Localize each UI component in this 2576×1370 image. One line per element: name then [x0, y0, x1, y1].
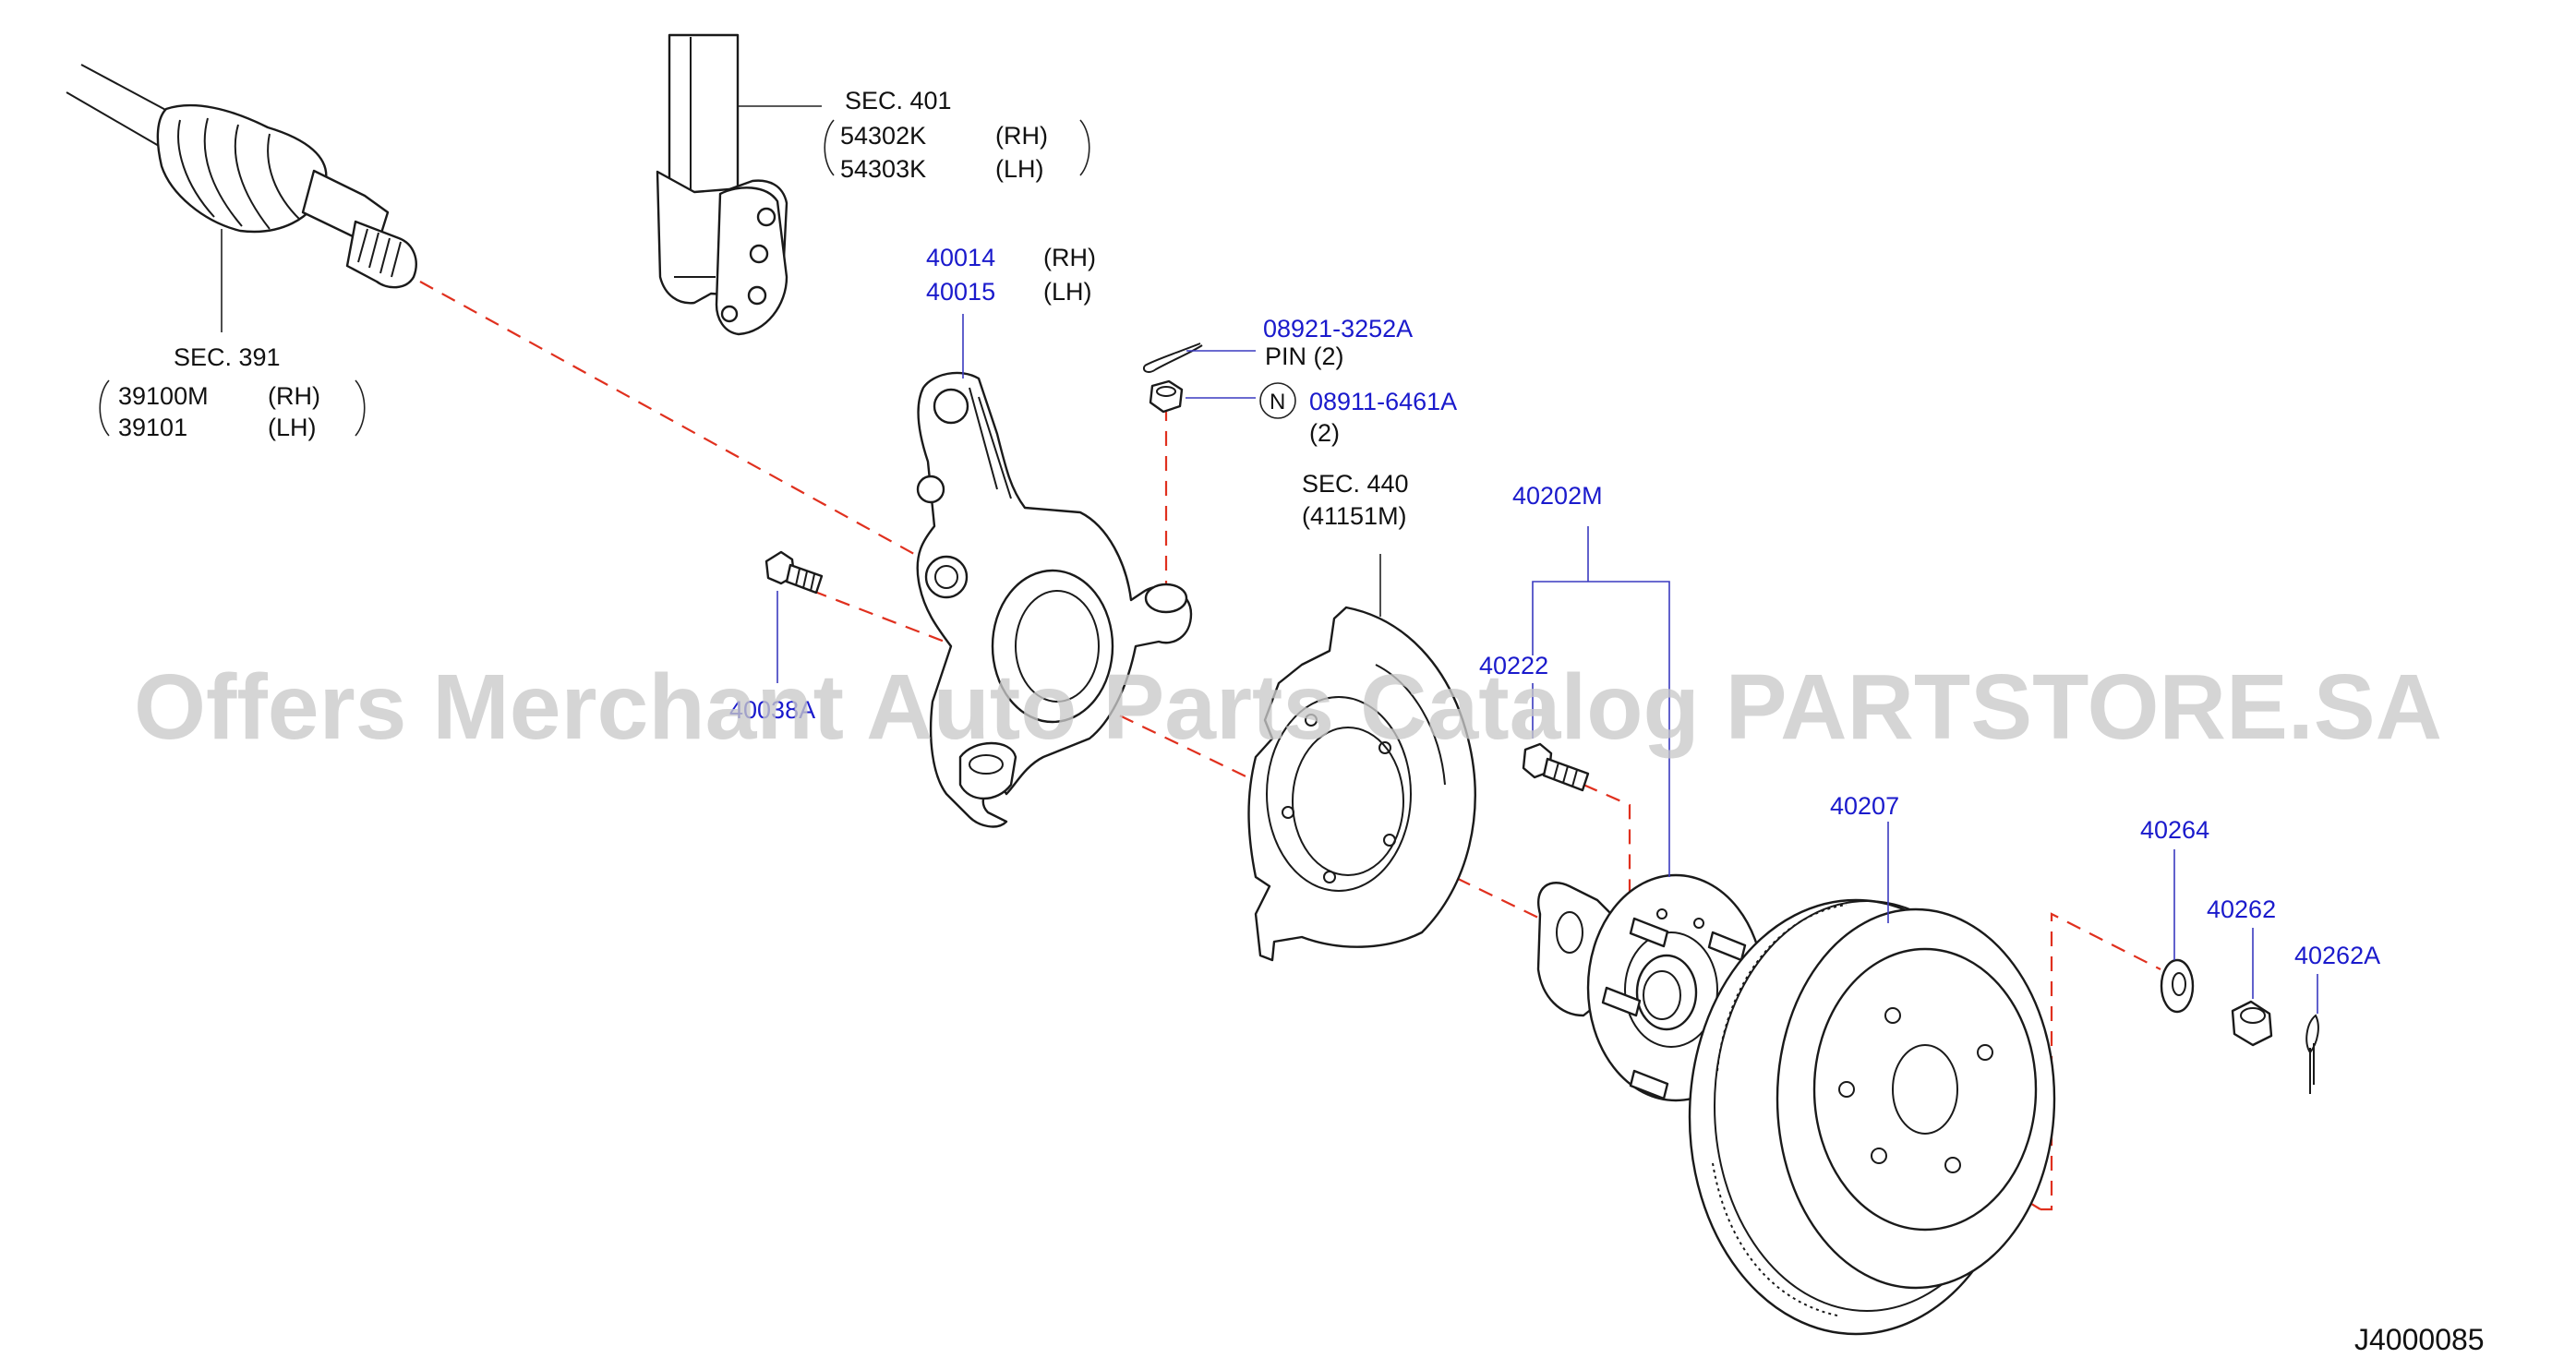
label-40038a[interactable]: 40038A	[729, 696, 815, 724]
label-39101: 39101	[118, 414, 187, 441]
label-54302k: 54302K	[840, 122, 926, 150]
strut-assembly[interactable]	[656, 33, 788, 336]
watermark: Offers Merchant Auto Parts Catalog PARTS…	[134, 655, 2442, 759]
label-54303k: 54303K	[840, 155, 926, 183]
hub-bolt[interactable]	[1522, 742, 1590, 792]
label-n-mark: N	[1270, 390, 1285, 415]
label-40207[interactable]: 40207	[1830, 792, 1899, 820]
label-39101-side: (LH)	[268, 414, 317, 441]
label-40014-side: (RH)	[1043, 244, 1096, 271]
label-54303k-side: (LH)	[995, 155, 1044, 183]
label-40262a[interactable]: 40262A	[2294, 942, 2380, 969]
axle-nut[interactable]	[2231, 1000, 2273, 1047]
label-40015[interactable]: 40015	[926, 278, 995, 306]
knuckle-bolt[interactable]	[764, 550, 824, 595]
label-08911-qty: (2)	[1309, 419, 1340, 447]
brake-rotor[interactable]	[1688, 898, 2056, 1336]
label-sec-440: SEC. 440	[1302, 470, 1409, 498]
washer[interactable]	[2160, 958, 2195, 1014]
bolt-alignment-line	[812, 589, 1053, 685]
label-39100m: 39100M	[118, 382, 209, 410]
label-pin-qty: PIN (2)	[1265, 342, 1344, 370]
hub-bolt-line	[1583, 783, 1631, 914]
label-sec-401: SEC. 401	[845, 87, 952, 114]
label-54302k-side: (RH)	[995, 122, 1048, 150]
axle-alignment-line	[419, 281, 915, 555]
figure-code: J4000085	[2354, 1323, 2485, 1356]
callout-labels: SEC. 401 54302K (RH) 54303K (LH) SEC. 39…	[118, 87, 2485, 1356]
label-40262[interactable]: 40262	[2207, 895, 2276, 923]
leader-lines	[99, 105, 2318, 1014]
label-41151m: (41151M)	[1302, 502, 1407, 530]
label-08911-6461a[interactable]: 08911-6461A	[1309, 388, 1457, 415]
label-39100m-side: (RH)	[268, 382, 320, 410]
label-40264[interactable]: 40264	[2140, 816, 2209, 844]
label-40015-side: (LH)	[1043, 278, 1092, 306]
nut-return-line	[2040, 912, 2161, 1211]
cotter-pin-large[interactable]	[2305, 1014, 2319, 1094]
label-40202m[interactable]: 40202M	[1512, 482, 1603, 510]
label-40014[interactable]: 40014	[926, 244, 995, 271]
cotter-pin-small[interactable]	[1143, 342, 1203, 373]
drive-shaft[interactable]	[66, 64, 417, 289]
label-sec-391: SEC. 391	[174, 343, 281, 371]
label-40222[interactable]: 40222	[1479, 652, 1548, 679]
hex-nut-small[interactable]	[1149, 379, 1184, 414]
n-mark-circle	[1259, 382, 1296, 419]
backing-plate[interactable]	[1247, 606, 1476, 962]
steering-knuckle[interactable]	[916, 371, 1193, 828]
label-08921-3252a[interactable]: 08921-3252A	[1263, 315, 1413, 342]
